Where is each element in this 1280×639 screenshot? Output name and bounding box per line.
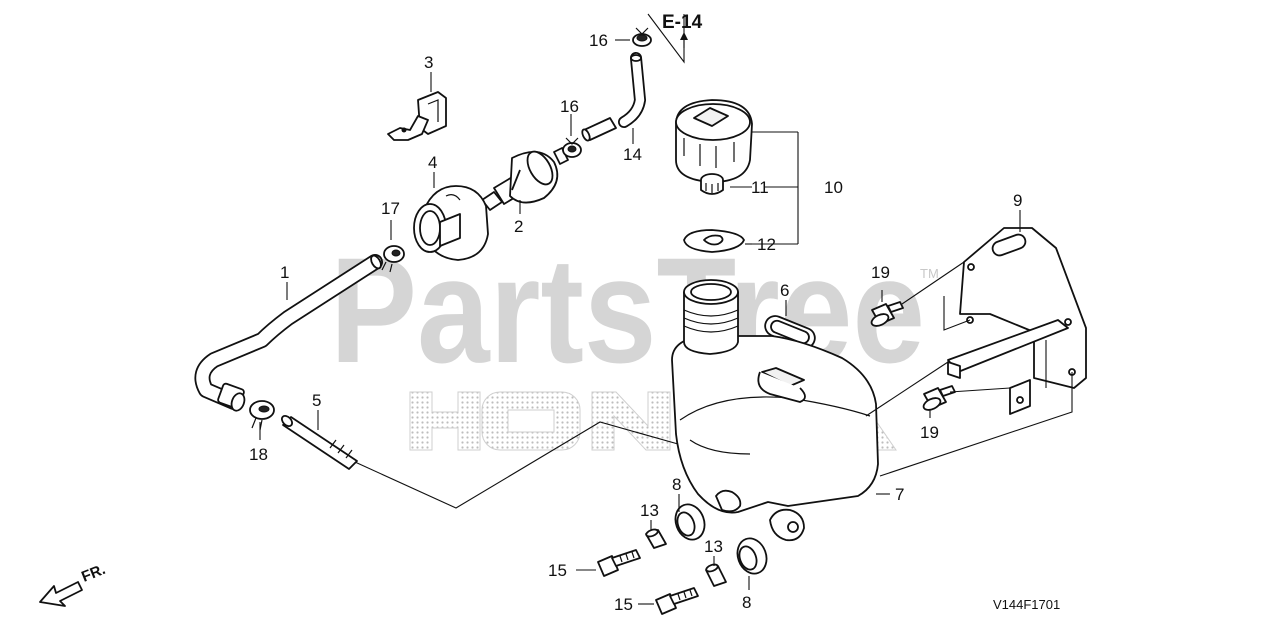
part-17-clip bbox=[381, 245, 405, 273]
part-15-bolt-lower bbox=[655, 587, 699, 615]
callout-7: 7 bbox=[895, 485, 904, 504]
callout-4: 4 bbox=[428, 153, 437, 172]
part-10-cap bbox=[675, 99, 753, 183]
callout-3: 3 bbox=[424, 53, 433, 72]
callout-13-lower: 13 bbox=[704, 537, 723, 556]
leader-lines bbox=[259, 13, 1073, 605]
callout-9: 9 bbox=[1013, 191, 1022, 210]
part-16-clamp-upper bbox=[632, 27, 652, 47]
part-4-filter bbox=[413, 185, 489, 261]
part-1-tube bbox=[194, 254, 383, 412]
part-9-bracket bbox=[947, 227, 1087, 415]
front-arrow-icon bbox=[39, 581, 83, 607]
reference-e14-label: E-14 bbox=[662, 12, 703, 33]
callout-8-lower: 8 bbox=[742, 593, 751, 612]
callout-6: 6 bbox=[780, 281, 789, 300]
part-2-valve-body bbox=[481, 147, 569, 211]
callout-10: 10 bbox=[824, 178, 843, 197]
diagram-code: V144F1701 bbox=[993, 597, 1060, 612]
callout-8-upper: 8 bbox=[672, 475, 681, 494]
callout-17: 17 bbox=[381, 199, 400, 218]
part-14-hose bbox=[581, 52, 647, 142]
callout-labels: 3 4 2 17 1 5 18 16 16 14 11 10 12 6 9 19… bbox=[249, 31, 1022, 614]
callout-14: 14 bbox=[623, 145, 642, 164]
callout-16-mid: 16 bbox=[560, 97, 579, 116]
callout-19-upper: 19 bbox=[871, 263, 890, 282]
part-7-fuel-tank bbox=[671, 279, 879, 542]
part-13-spacer-lower bbox=[705, 563, 727, 587]
part-15-bolt-upper bbox=[597, 549, 641, 577]
callout-15-upper: 15 bbox=[548, 561, 567, 580]
part-19-bolt-upper bbox=[870, 301, 904, 327]
part-8-mount-upper bbox=[674, 503, 706, 541]
part-19-bolt-lower bbox=[922, 385, 956, 411]
part-12-gasket bbox=[683, 229, 745, 253]
callout-2: 2 bbox=[514, 217, 523, 236]
callout-11: 11 bbox=[751, 178, 769, 197]
front-direction-label: FR. bbox=[79, 561, 108, 586]
part-18-clip bbox=[249, 400, 275, 431]
callout-5: 5 bbox=[312, 391, 321, 410]
callout-19-lower: 19 bbox=[920, 423, 939, 442]
part-13-spacer-upper bbox=[645, 528, 667, 549]
part-11-seal bbox=[700, 173, 724, 195]
callout-15-lower: 15 bbox=[614, 595, 633, 614]
part-3-bracket bbox=[387, 91, 447, 141]
part-16-clamp-mid bbox=[562, 137, 582, 158]
callout-12: 12 bbox=[757, 235, 776, 254]
callout-18: 18 bbox=[249, 445, 268, 464]
front-direction-indicator: FR. bbox=[39, 561, 108, 607]
part-8-mount-lower bbox=[736, 537, 768, 575]
callout-16-top: 16 bbox=[589, 31, 608, 50]
part-5-rod bbox=[281, 415, 358, 470]
callout-13-upper: 13 bbox=[640, 501, 659, 520]
watermark-trademark: TM bbox=[920, 266, 939, 281]
callout-1: 1 bbox=[280, 263, 289, 282]
